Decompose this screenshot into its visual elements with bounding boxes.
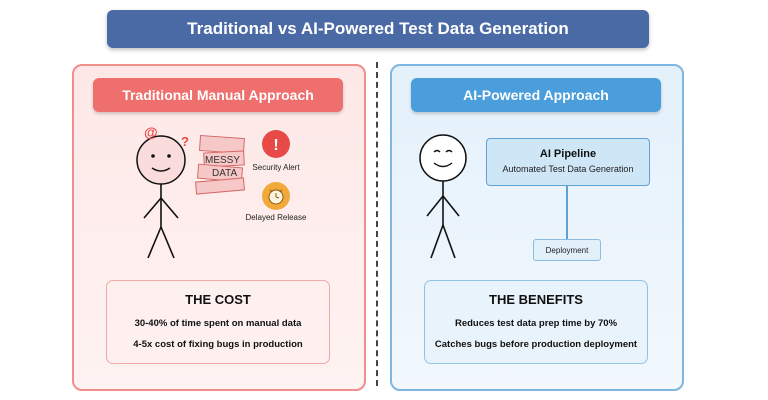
- traditional-header: Traditional Manual Approach: [93, 78, 343, 112]
- messy-data-papers: [195, 134, 245, 195]
- ai-pipeline-box: AI Pipeline Automated Test Data Generati…: [486, 138, 650, 186]
- messy-label-2: DATA: [212, 168, 238, 179]
- worried-stick-figure: [136, 135, 186, 259]
- pipeline-connector: [566, 185, 568, 239]
- alarm-clock-icon: [262, 182, 290, 210]
- question-mark: ?: [181, 134, 189, 149]
- cost-line-2: 4-5x cost of fixing bugs in production: [133, 339, 303, 350]
- ai-header: AI-Powered Approach: [411, 78, 661, 112]
- happy-stick-figure: [419, 134, 467, 259]
- cost-box: THE COST 30-40% of time spent on manual …: [106, 280, 330, 364]
- benefits-title: THE BENEFITS: [489, 292, 583, 307]
- ai-illustration: [419, 134, 467, 259]
- cost-title: THE COST: [185, 292, 251, 307]
- pipeline-subtitle: Automated Test Data Generation: [502, 164, 634, 174]
- benefits-line-1: Reduces test data prep time by 70%: [454, 318, 618, 329]
- delayed-release-label: Delayed Release: [246, 213, 307, 222]
- cost-line-1: 30-40% of time spent on manual data: [134, 318, 302, 329]
- traditional-illustration: @ ? MESSY DATA ! Security Alert Delayed …: [136, 124, 307, 259]
- alert-icon: [262, 130, 290, 158]
- panel-divider: [376, 62, 378, 386]
- security-alert-label: Security Alert: [252, 163, 300, 172]
- page-title: Traditional vs AI-Powered Test Data Gene…: [107, 10, 649, 48]
- deployment-box: Deployment: [533, 239, 601, 261]
- at-symbol: @: [144, 124, 158, 140]
- benefits-box: THE BENEFITS Reduces test data prep time…: [424, 280, 648, 364]
- pipeline-title: AI Pipeline: [539, 148, 597, 160]
- messy-label-1: MESSY: [205, 155, 240, 166]
- benefits-line-2: Catches bugs before production deploymen…: [434, 339, 638, 350]
- alert-mark: !: [273, 137, 278, 154]
